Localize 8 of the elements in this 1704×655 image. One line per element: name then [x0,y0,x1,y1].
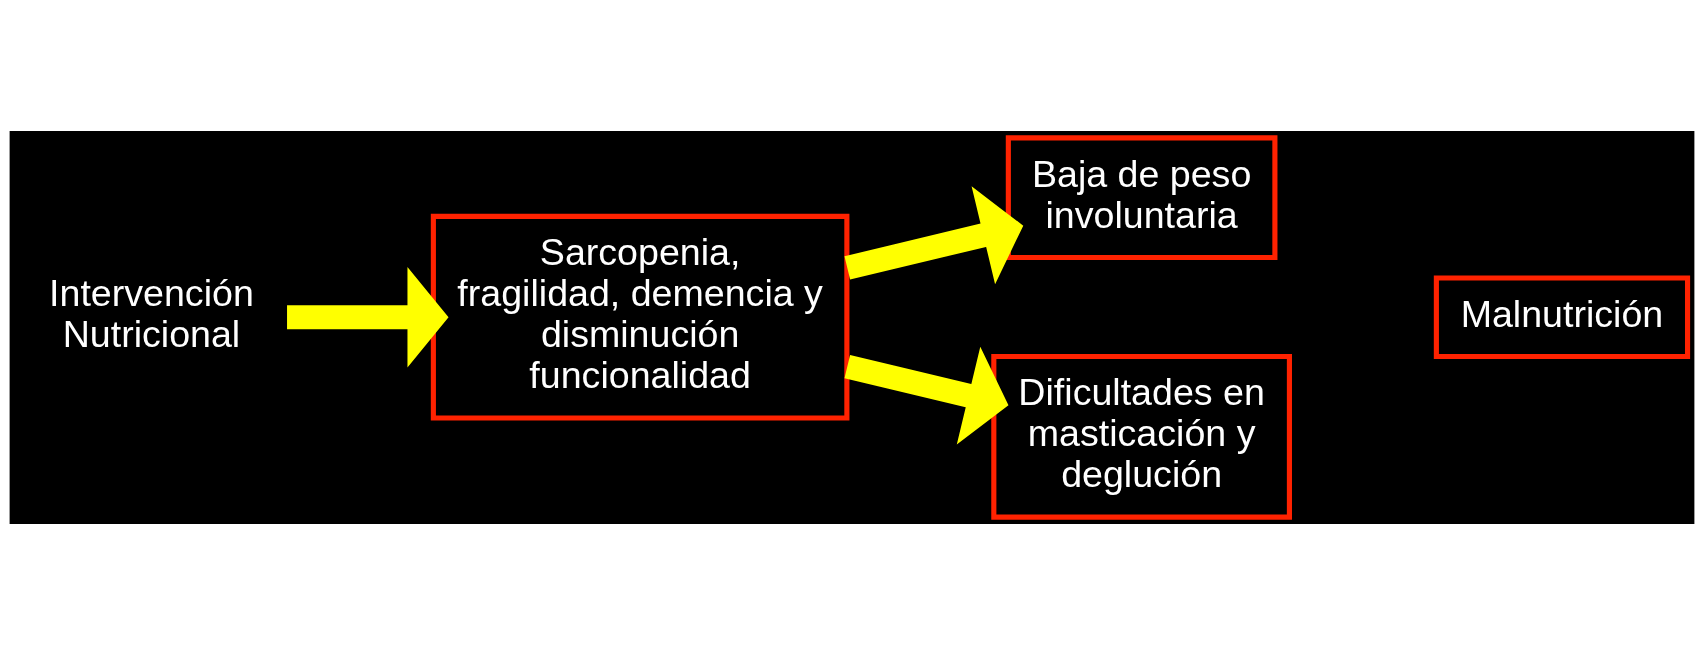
node-box: Malnutrición [1433,275,1691,360]
node-box: Dificultades en masticación y deglución [991,354,1292,520]
node-box: Baja de peso involuntaria [1005,135,1278,260]
node-text: Intervención Nutricional [49,272,254,356]
node-box: Sarcopenia, fragilidad, demencia y disminución funcionalidad [430,213,850,421]
arrow [287,266,449,368]
arrow [844,346,1009,445]
arrow [844,186,1024,285]
